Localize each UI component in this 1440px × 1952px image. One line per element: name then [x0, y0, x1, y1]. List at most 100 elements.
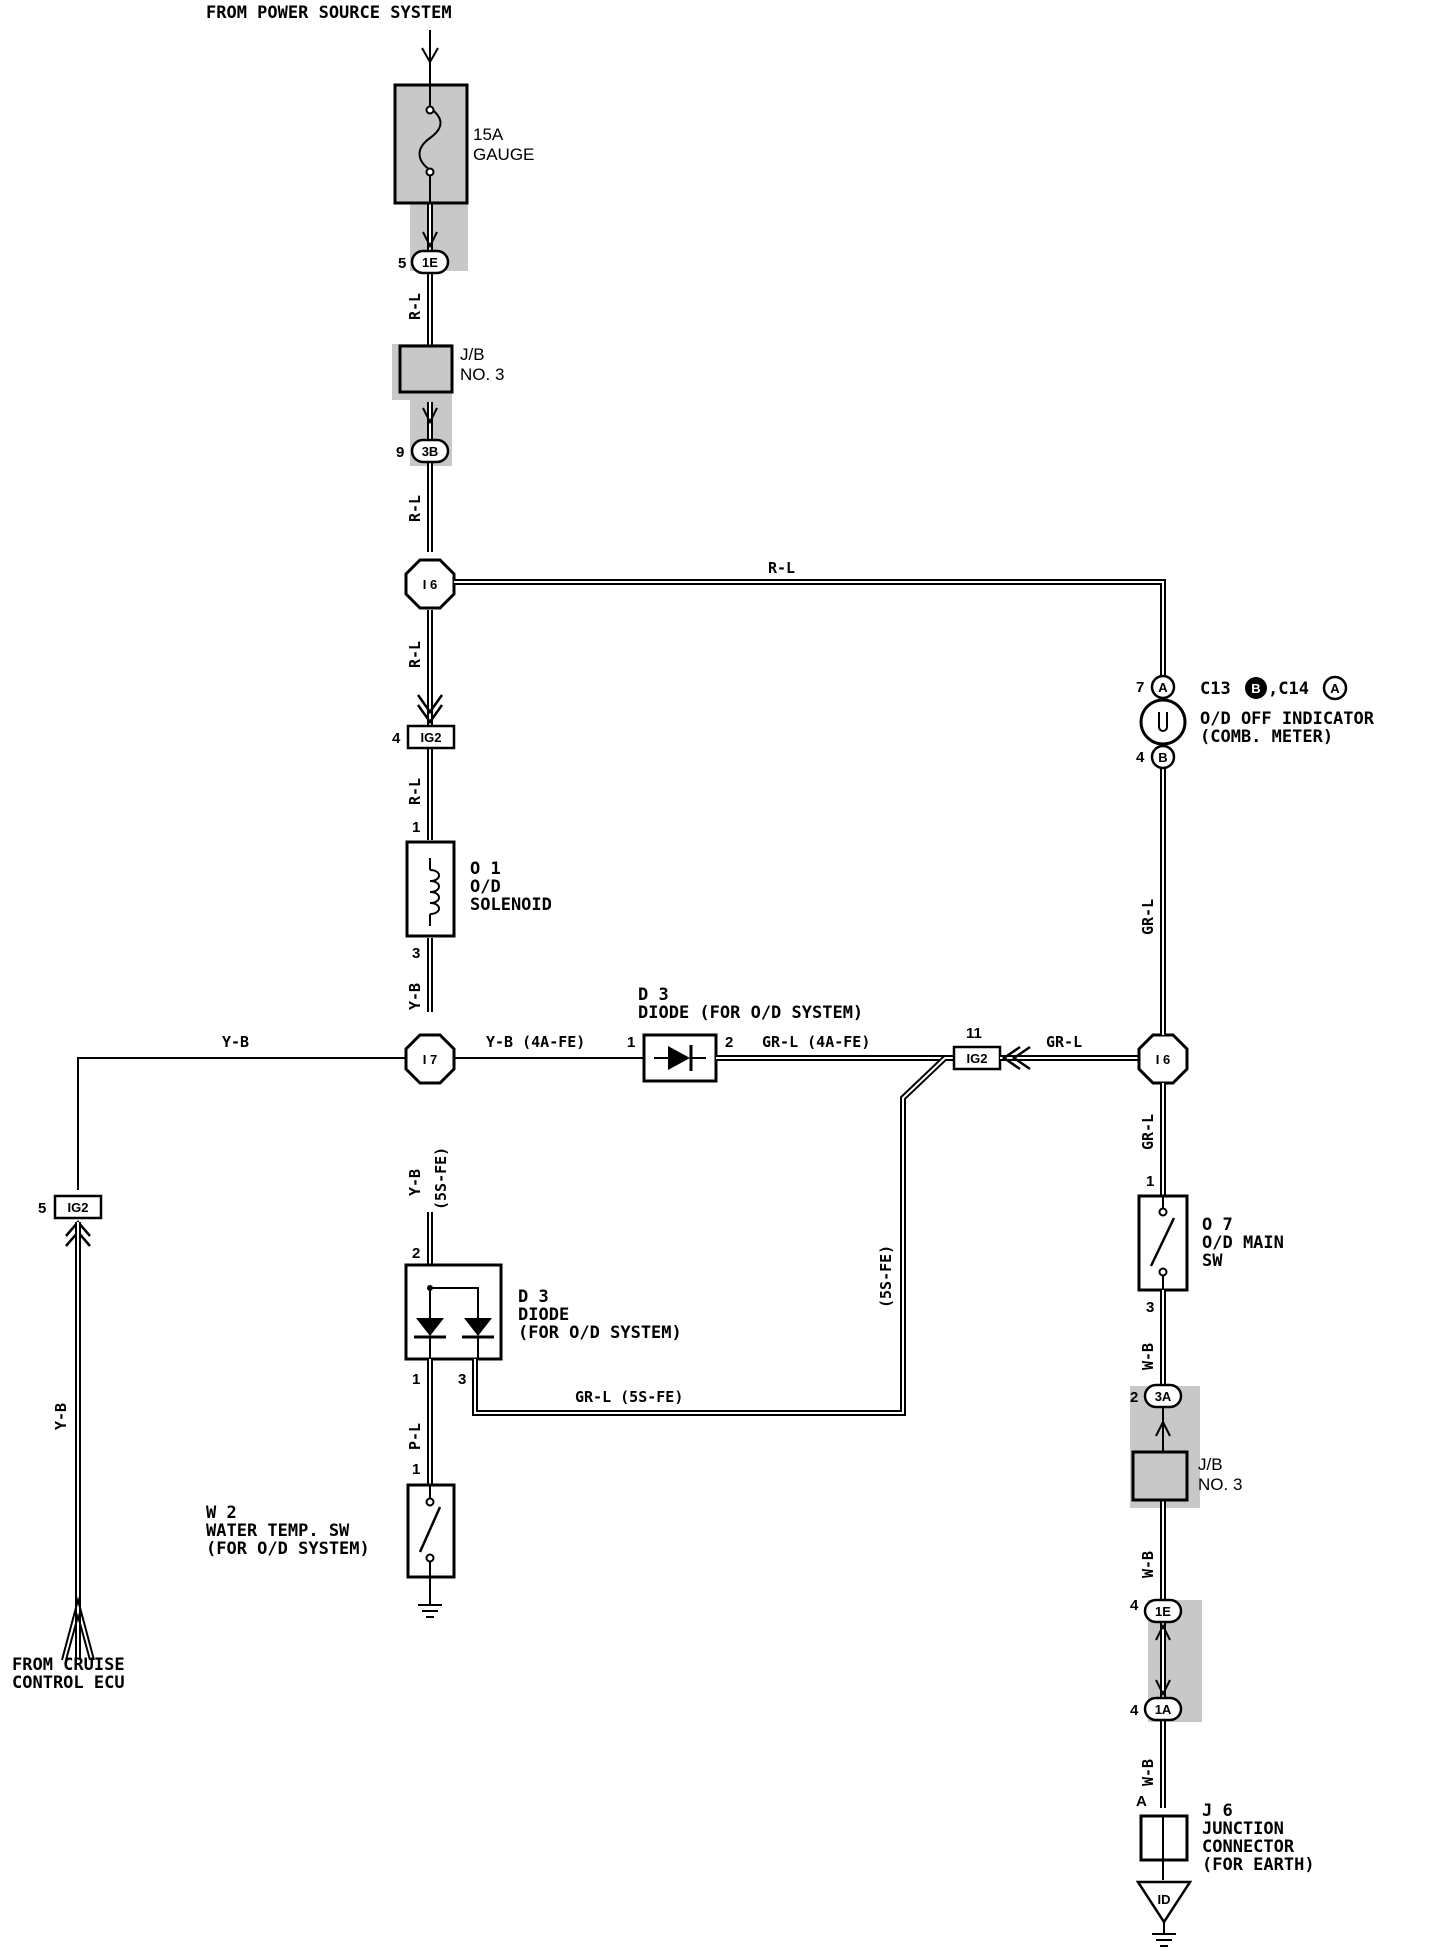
indicator-connector-refs: C13 B ,C14 A — [1200, 675, 1348, 701]
junction-i6-top — [404, 558, 456, 610]
junction-i6-top-label: I 6 — [423, 577, 437, 592]
pin-3a: 2 — [1130, 1389, 1138, 1406]
junction-i7 — [404, 1033, 456, 1085]
pin-1e-top: 5 — [398, 255, 406, 272]
arrow-into-ig2-top — [416, 694, 444, 725]
od-main-switch — [1137, 1194, 1189, 1292]
pin-solenoid-1: 1 — [412, 819, 420, 836]
pin-j6: A — [1136, 1793, 1147, 1810]
wire-label-rl-2: R-L — [406, 495, 424, 522]
wire-label-yb-cruise: Y-B — [52, 1403, 70, 1430]
diode-bottom — [404, 1212, 503, 1361]
connector-1e-bottom-label: 1E — [1155, 1604, 1171, 1619]
connector-ig2-left — [53, 1194, 103, 1220]
main-sw-id: O 7 — [1202, 1215, 1233, 1235]
diode-bottom-label-1: DIODE — [518, 1305, 569, 1325]
diode-bottom-label-2: (FOR O/D SYSTEM) — [518, 1323, 682, 1343]
indicator-label-2: (COMB. METER) — [1200, 727, 1333, 747]
connector-1a — [1143, 1696, 1183, 1722]
diode-bottom-id: D 3 — [518, 1287, 549, 1307]
wire-label-yb-2: Y-B — [406, 1169, 424, 1196]
wire-grl-mid — [1000, 1045, 1140, 1071]
wire-label-yb-left: Y-B — [222, 1033, 249, 1051]
power-source-label: FROM POWER SOURCE SYSTEM — [206, 3, 452, 23]
indicator-connector-b: B — [1158, 750, 1167, 765]
main-sw-label-1: O/D MAIN — [1202, 1233, 1284, 1253]
water-temp-switch — [406, 1483, 456, 1618]
wire-label-wb-3: W-B — [1139, 1759, 1157, 1786]
jb-top-label-2: NO. 3 — [460, 365, 504, 384]
jb-bottom-label-2: NO. 3 — [1198, 1475, 1242, 1494]
pin-d3-3: 3 — [458, 1371, 466, 1388]
wire-label-wb-1: W-B — [1139, 1343, 1157, 1370]
junction-i7-label: I 7 — [423, 1052, 437, 1067]
wire-label-grl-5s: GR-L (5S-FE) — [575, 1388, 683, 1406]
junction-block-bottom — [1131, 1407, 1189, 1502]
pin-indicator-7: 7 — [1136, 679, 1144, 696]
pin-main-sw-1: 1 — [1146, 1173, 1154, 1190]
pin-3b: 9 — [396, 444, 404, 461]
water-id: W 2 — [206, 1503, 237, 1523]
solenoid-id: O 1 — [470, 859, 501, 879]
pin-ig2-left: 5 — [38, 1200, 46, 1217]
connector-1e-top — [410, 249, 450, 275]
junction-i6-mid-label: I 6 — [1156, 1052, 1170, 1067]
connector-ig2-left-label: IG2 — [68, 1200, 89, 1215]
junction-block-top — [398, 344, 454, 425]
pin-d3-2: 2 — [412, 1245, 420, 1262]
junction-id: J 6 — [1202, 1801, 1233, 1821]
junction-label-1: JUNCTION — [1202, 1819, 1284, 1839]
wire-pl — [427, 1359, 478, 1485]
diode-top — [642, 1033, 718, 1083]
od-solenoid — [405, 840, 456, 938]
wire-yb-cruise — [61, 1220, 95, 1661]
junction-i6-mid — [1137, 1033, 1189, 1085]
wire-wb-right — [1155, 1290, 1171, 1880]
connector-ig2-top-label: IG2 — [421, 730, 442, 745]
diode-top-id: D 3 — [638, 985, 669, 1005]
ground-id-label: ID — [1158, 1892, 1171, 1907]
ground-point-id — [1135, 1880, 1193, 1947]
indicator-conn-a-mark: A — [1330, 681, 1340, 696]
junction-connector-j6 — [1139, 1814, 1189, 1862]
connector-1e-top-label: 1E — [422, 255, 438, 270]
pin-main-sw-3: 3 — [1146, 1299, 1154, 1316]
connector-3b-label: 3B — [422, 444, 439, 459]
wire-label-yb-4a: Y-B (4A-FE) — [486, 1033, 585, 1051]
pin-ig2-top: 4 — [392, 730, 401, 747]
indicator-connector-a: A — [1158, 680, 1168, 695]
solenoid-label-1: O/D — [470, 877, 501, 897]
wire-label-5s-1: (5S-FE) — [432, 1147, 450, 1210]
indicator-label-1: O/D OFF INDICATOR — [1200, 709, 1375, 729]
pin-1a: 4 — [1130, 1702, 1139, 1719]
junction-label-3: (FOR EARTH) — [1202, 1855, 1315, 1875]
wire-rl-top — [454, 579, 1166, 675]
connector-3a-label: 3A — [1155, 1389, 1172, 1404]
diode-top-name: DIODE (FOR O/D SYSTEM) — [638, 1003, 863, 1023]
wire-label-pl: P-L — [406, 1423, 424, 1450]
wire-label-5s-2: (5S-FE) — [877, 1245, 895, 1308]
pin-diode-2: 2 — [725, 1034, 733, 1051]
jb-bottom-label-1: J/B — [1198, 1455, 1223, 1474]
pin-diode-1: 1 — [627, 1034, 635, 1051]
wire-label-rl-1: R-L — [406, 293, 424, 320]
wire-label-grl-2: GR-L — [1139, 1114, 1157, 1150]
connector-ig2-mid-label: IG2 — [967, 1051, 988, 1066]
connector-1a-label: 1A — [1155, 1702, 1172, 1717]
pin-d3-1: 1 — [412, 1371, 420, 1388]
wire-label-rl-top: R-L — [768, 559, 795, 577]
junction-label-2: CONNECTOR — [1202, 1837, 1295, 1857]
solenoid-label-2: SOLENOID — [470, 895, 552, 915]
jb-top-label-1: J/B — [460, 345, 485, 364]
wire-label-grl-1: GR-L — [1139, 899, 1157, 935]
wire-label-rl-4: R-L — [406, 778, 424, 805]
pin-1e-bottom: 4 — [1130, 1597, 1139, 1614]
fuse-name: GAUGE — [473, 145, 534, 164]
wire-label-grl-4a: GR-L (4A-FE) — [762, 1033, 870, 1051]
indicator-conn-b-mark: B — [1251, 681, 1260, 696]
pin-indicator-4: 4 — [1136, 749, 1145, 766]
fuse-rating: 15A — [473, 125, 504, 144]
connector-3b — [410, 438, 450, 464]
wire-label-grl-mid: GR-L — [1046, 1033, 1082, 1051]
